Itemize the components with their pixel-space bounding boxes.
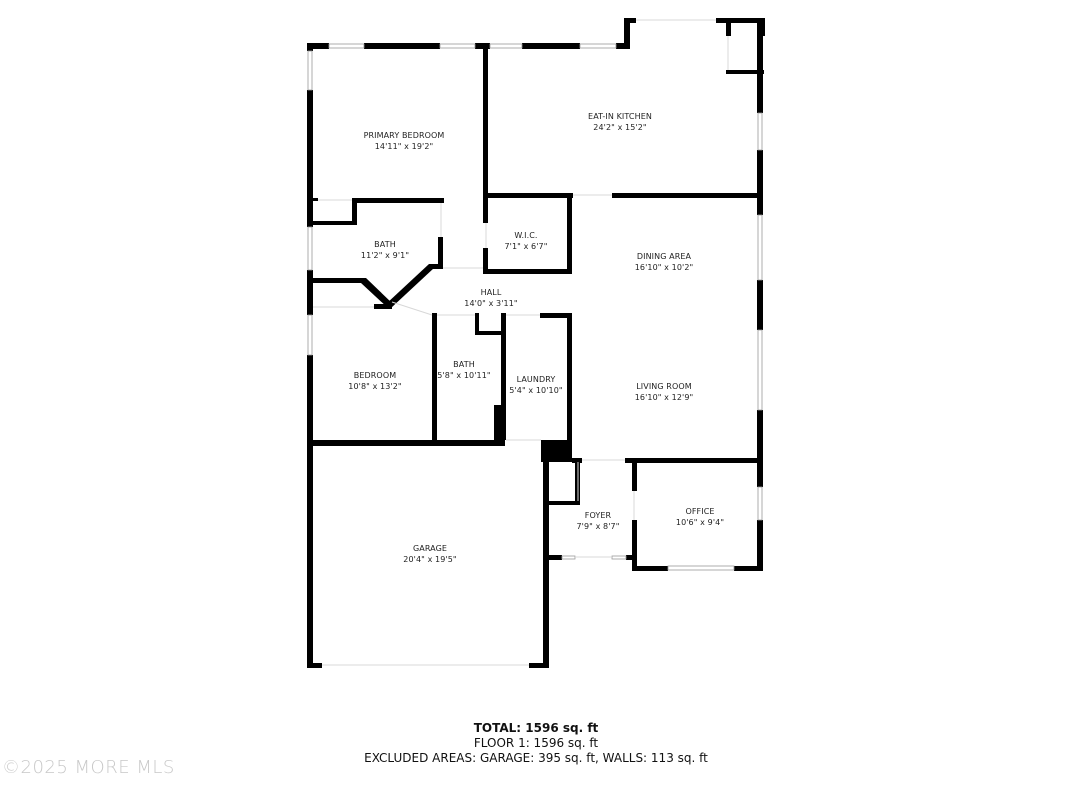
room-name: BATH [453,360,475,369]
room-name: EAT-IN KITCHEN [588,112,652,121]
room-label-bath-primary: BATH 11'2" x 9'1" [361,239,409,261]
excluded-areas: EXCLUDED AREAS: GARAGE: 395 sq. ft, WALL… [364,751,708,765]
room-name: W.I.C. [514,231,538,240]
room-name: DINING AREA [636,252,692,261]
room-name: BEDROOM [353,371,397,380]
room-dimensions: 24'2" x 15'2" [593,123,647,132]
watermark: ©2025 MORE MLS [2,757,175,778]
room-label-garage: GARAGE 20'4" x 19'5" [403,543,456,565]
room-dimensions: 7'9" x 8'7" [576,522,620,531]
room-dimensions: 5'4" x 10'10" [509,386,563,395]
room-name: FOYER [584,511,612,520]
room-dimensions: 16'10" x 12'9" [634,393,694,402]
room-label-primary-bedroom: PRIMARY BEDROOM 14'11" x 19'2" [364,130,445,152]
room-name: OFFICE [685,507,715,516]
room-name: BATH [374,240,396,249]
room-name: LIVING ROOM [636,382,692,391]
room-dimensions: 20'4" x 19'5" [403,555,457,564]
room-dimensions: 10'8" x 13'2" [348,382,402,391]
room-label-dining-area: DINING AREA 16'10" x 10'2" [635,251,694,273]
room-dimensions: 7'1" x 6'7" [504,242,548,251]
total-area: TOTAL: 1596 sq. ft [473,721,599,735]
room-label-bath-2: BATH 5'8" x 10'11" [437,359,490,381]
room-name: HALL [480,288,502,297]
room-dimensions: 16'10" x 10'2" [634,263,694,272]
room-dimensions: 11'2" x 9'1" [360,251,410,260]
room-label-eat-in-kitchen: EAT-IN KITCHEN 24'2" x 15'2" [588,111,652,133]
room-name: PRIMARY BEDROOM [363,131,445,140]
windows [307,43,763,571]
room-dimensions: 14'11" x 19'2" [374,142,434,151]
room-dimensions: 14'0" x 3'11" [464,299,518,308]
room-label-office: OFFICE 10'6" x 9'4" [676,506,724,528]
room-dimensions: 5'8" x 10'11" [437,371,491,380]
room-name: GARAGE [412,544,448,553]
room-name: LAUNDRY [516,375,556,384]
room-label-wic: W.I.C. 7'1" x 6'7" [504,230,547,252]
room-label-foyer: FOYER 7'9" x 8'7" [576,510,619,532]
room-label-bedroom: BEDROOM 10'8" x 13'2" [348,370,401,392]
walls [307,18,765,668]
room-dimensions: 10'6" x 9'4" [675,518,725,527]
room-label-hall: HALL 14'0" x 3'11" [464,287,517,309]
area-summary: TOTAL: 1596 sq. ft FLOOR 1: 1596 sq. ft … [0,721,1072,766]
floor-1-area: FLOOR 1: 1596 sq. ft [473,736,599,750]
openings [313,19,729,666]
room-label-living-room: LIVING ROOM 16'10" x 12'9" [635,381,694,403]
room-label-laundry: LAUNDRY 5'4" x 10'10" [509,374,562,396]
